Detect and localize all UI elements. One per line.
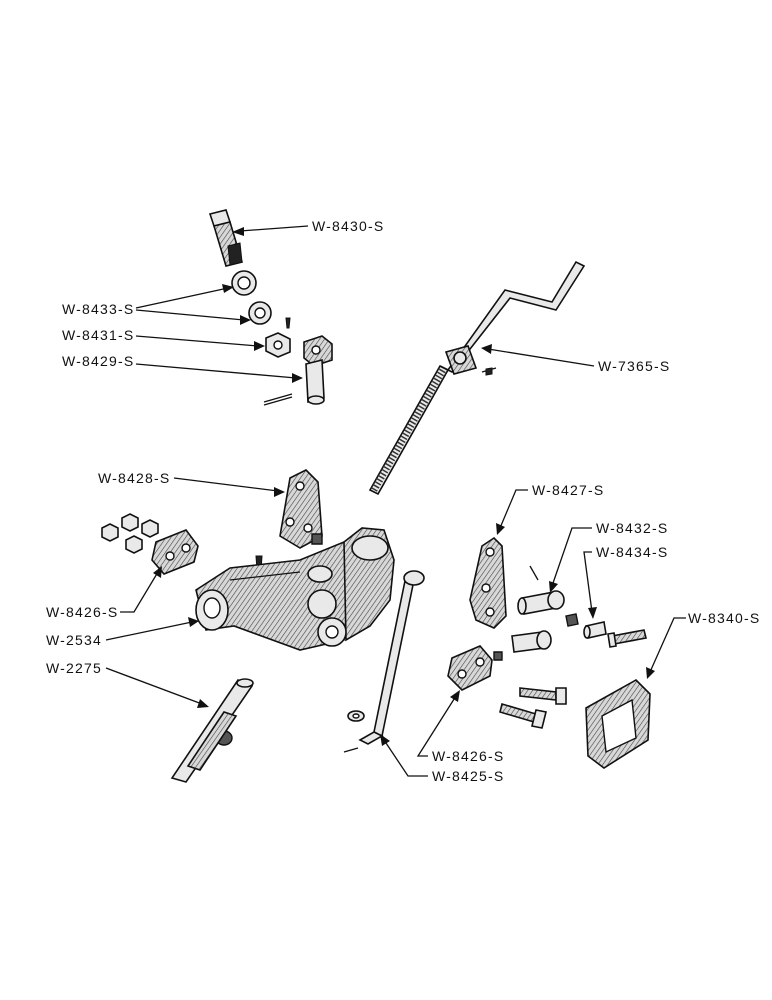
leader-w8429 (135, 363, 303, 383)
part-threaded-rod-w7365 (368, 260, 586, 496)
leader-w8428 (173, 477, 285, 497)
part-bolt-w8430 (208, 209, 244, 267)
part-bolt-long (607, 629, 647, 648)
label-w8431: W-8431-S (62, 327, 134, 343)
leader-w2275 (105, 667, 209, 708)
label-w8433: W-8433-S (62, 301, 134, 317)
leader-w8426-right (416, 690, 460, 757)
leader-w2534 (105, 617, 199, 641)
label-w8425: W-8425-S (432, 768, 504, 784)
part-bolt-lower-1 (519, 687, 567, 705)
leader-w8432 (549, 527, 592, 593)
leader-w7365 (481, 344, 595, 367)
part-bracket-w8428 (279, 469, 323, 549)
part-small-pin (285, 317, 291, 329)
part-housing-w2534 (195, 527, 395, 651)
part-shaft-w2275 (170, 678, 254, 783)
label-w7365: W-7365-S (598, 358, 670, 374)
part-cotter-pin-small (343, 747, 359, 753)
leader-w8340 (646, 617, 686, 679)
part-hex-nuts (101, 513, 159, 554)
leader-w8431 (135, 335, 265, 351)
label-w2275: W-2275 (46, 660, 102, 676)
label-w8428: W-8428-S (98, 470, 170, 486)
part-plate-w8426-left (151, 529, 199, 575)
part-nut-w8431 (265, 332, 291, 358)
part-washer-w8433-lower (248, 301, 272, 325)
part-plate-w8427 (469, 536, 507, 629)
leader-w8427 (496, 489, 528, 535)
leader-w8426-left (120, 566, 162, 613)
label-w8432: W-8432-S (596, 520, 668, 536)
leader-w8434 (583, 551, 597, 619)
label-w8434: W-8434-S (596, 544, 668, 560)
part-washer-small (347, 710, 365, 722)
part-pin-center (511, 630, 552, 653)
label-w8430: W-8430-S (312, 218, 384, 234)
part-clamp-w8429 (303, 335, 333, 405)
leader-w8430 (232, 225, 309, 236)
part-spacer-w8434 (565, 613, 607, 639)
part-pin-w8432 (517, 590, 565, 615)
label-w8429: W-8429-S (62, 353, 134, 369)
part-cover-w8340 (585, 679, 651, 769)
part-bolt-lower-2 (499, 702, 547, 729)
label-w8340: W-8340-S (688, 610, 760, 626)
label-w8426-right: W-8426-S (432, 748, 504, 764)
label-w2534: W-2534 (46, 632, 102, 648)
part-plate-w8426-right (447, 645, 503, 691)
leader-w8425 (380, 734, 428, 777)
part-rod-pin (481, 367, 497, 376)
part-cotter-pin-w8432 (529, 565, 539, 581)
part-washer-w8433-upper (231, 270, 257, 296)
leader-w8433 (135, 284, 251, 325)
part-link-rod-w8425 (358, 570, 425, 745)
label-w8426-left: W-8426-S (46, 604, 118, 620)
label-w8427: W-8427-S (532, 482, 604, 498)
part-cotter-pin (263, 393, 293, 406)
